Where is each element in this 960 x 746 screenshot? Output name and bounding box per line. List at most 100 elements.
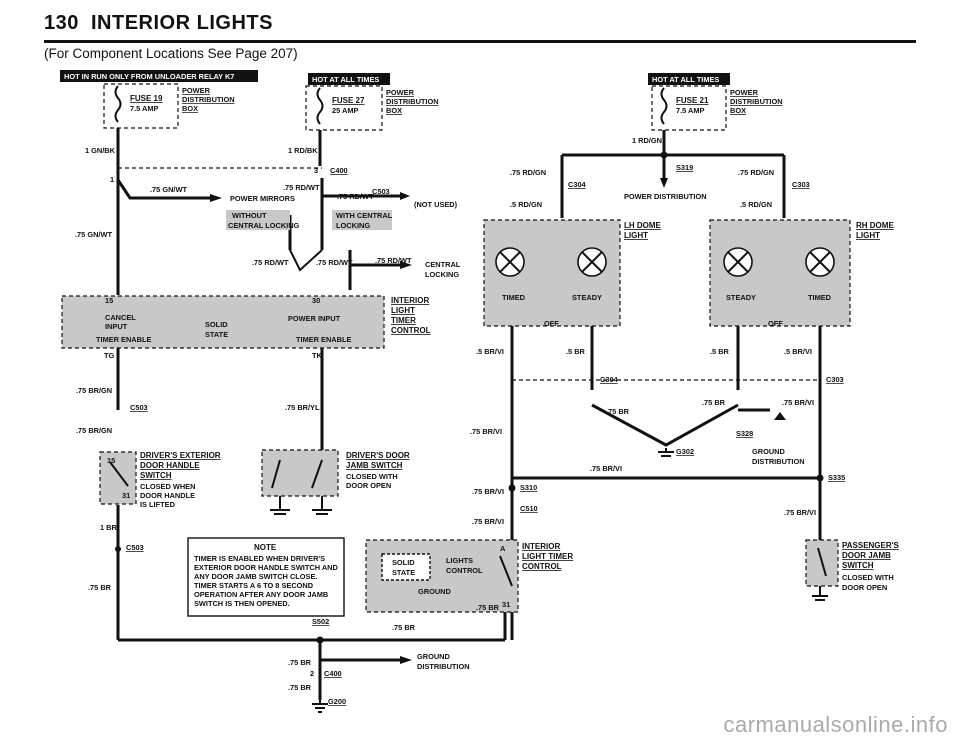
drv-ext-note-3: IS LIFTED [140, 500, 176, 509]
wire-w16: .75 BR [288, 658, 312, 667]
note-line-3: ANY DOOR JAMB SWITCH CLOSE. [194, 572, 317, 581]
wire-w9: .75 RD/WT [375, 256, 412, 265]
power-mirrors: POWER MIRRORS [230, 194, 295, 203]
wire-w7: .75 RD/WT [252, 258, 289, 267]
rh-dome-light: STEADY TIMED OFF RH DOME LIGHT [709, 219, 894, 328]
fuse-27-box-label-1: POWER [386, 88, 415, 97]
timer-control-module: 15 30 CANCEL INPUT SOLID STATE POWER INP… [61, 295, 431, 360]
drv-ext-note-2: DOOR HANDLE [140, 491, 195, 500]
conn-c400b: C400 [324, 669, 342, 678]
page-title: INTERIOR LIGHTS [91, 12, 273, 34]
t2-solid-2: STATE [392, 568, 415, 577]
pin-2: 2 [310, 669, 314, 678]
rh-dome-label-1: RH DOME [856, 221, 894, 230]
fuse-21-name: FUSE 21 [676, 96, 709, 105]
wire-w29: .75 BR/VI [782, 398, 814, 407]
lh-mode-timed: TIMED [502, 293, 526, 302]
wire-w26: .5 BR/VI [784, 347, 812, 356]
fuse-19-box-label-1: POWER [182, 86, 211, 95]
splice-s328: S328 [736, 429, 753, 438]
pin-tg: TG [104, 351, 115, 360]
wire-w24: .5 BR [566, 347, 586, 356]
interior-light-timer-control: SOLID STATE LIGHTS CONTROL GROUND A 31 I… [365, 539, 573, 613]
drv-ext-pin-15: 15 [107, 456, 115, 465]
lh-mode-off: OFF [544, 319, 559, 328]
wire-w22: .5 RD/GN [740, 200, 772, 209]
hot-banner-1 [308, 73, 390, 85]
page-number: 130 [44, 12, 79, 34]
c503-dot [115, 546, 121, 552]
timer-name-2: LIGHT [391, 306, 415, 315]
page-subtitle: (For Component Locations See Page 207) [44, 46, 298, 61]
solid-state-2: STATE [205, 330, 228, 339]
wire-w4: .75 RD/WT [283, 183, 320, 192]
not-used: (NOT USED) [414, 200, 458, 209]
t2-lights: LIGHTS [446, 556, 473, 565]
drv-ext-label-2: DOOR HANDLE [140, 461, 200, 470]
conn-c503c: C503 [126, 543, 144, 552]
pin-tk: TK [312, 351, 323, 360]
cancel-input-2: INPUT [105, 322, 128, 331]
t2-name-3: CONTROL [522, 562, 562, 571]
s319-dot [660, 151, 668, 159]
note-line-2: EXTERIOR DOOR HANDLE SWITCH AND [194, 563, 339, 572]
driver-exterior-switch: 15 31 DRIVER'S EXTERIOR DOOR HANDLE SWIT… [99, 451, 221, 509]
wire-w12: .75 BR/YL [285, 403, 320, 412]
pin-30: 30 [312, 296, 320, 305]
g302-ground-symbol [658, 448, 674, 457]
lh-mode-steady: STEADY [572, 293, 602, 302]
cancel-input-1: CANCEL [105, 313, 136, 322]
fuse-19-box-label-2: DISTRIBUTION [182, 95, 235, 104]
note-title: NOTE [254, 543, 277, 552]
t2-ground: GROUND [418, 587, 452, 596]
central-locking-2: LOCKING [425, 270, 459, 279]
solid-state-1: SOLID [205, 320, 228, 329]
wire-w11: .75 BR/GN [76, 426, 112, 435]
wire-w5: .75 RD/WT [337, 192, 374, 201]
ground-g200: G200 [328, 697, 346, 706]
fuse-19-box-label-3: BOX [182, 104, 198, 113]
splice-s335: S335 [828, 473, 845, 482]
ground-dist-2: DISTRIBUTION [417, 662, 470, 671]
pass-jamb-note-2: DOOR OPEN [842, 583, 887, 592]
pass-jamb-note-1: CLOSED WITH [842, 573, 894, 582]
t2-pin-a: A [500, 544, 506, 553]
wire-w1: 1 GN/BK [85, 146, 116, 155]
left-wiring [116, 128, 505, 700]
fuse-21-amp: 7.5 AMP [676, 106, 705, 115]
fuse-21-box-label-1: POWER [730, 88, 759, 97]
note-line-1: TIMER IS ENABLED WHEN DRIVER'S [194, 554, 325, 563]
fuse-27-amp: 25 AMP [332, 106, 358, 115]
s310-dot [508, 484, 516, 492]
fuse-27-box-label-2: DISTRIBUTION [386, 97, 439, 106]
relay-banner-text: HOT IN RUN ONLY FROM UNLOADER RELAY K7 [64, 72, 234, 81]
wire-w18: 1 RD/GN [632, 136, 662, 145]
ground-dist2-2: DISTRIBUTION [752, 457, 805, 466]
driver-jamb-switch: DRIVER'S DOOR JAMB SWITCH CLOSED WITH DO… [261, 449, 410, 515]
s328-arrow [774, 412, 786, 420]
hot-banner-2 [648, 73, 730, 85]
drv-jamb-label-2: JAMB SWITCH [346, 461, 403, 470]
lh-dome-light: TIMED STEADY OFF LH DOME LIGHT [483, 219, 662, 328]
fuse-19-amp: 7.5 AMP [130, 104, 159, 113]
page-header: 130 INTERIOR LIGHTS [44, 12, 273, 35]
without-cl-1: WITHOUT [232, 211, 267, 220]
splice-s310: S310 [520, 483, 537, 492]
ground-g302: G302 [676, 447, 694, 456]
t2-pin-31: 31 [502, 600, 510, 609]
drv-ext-pin-31: 31 [122, 491, 130, 500]
timer-name-4: CONTROL [391, 326, 431, 335]
pin-1: 1 [110, 175, 114, 184]
relay-banner [60, 70, 258, 82]
drv-ext-label-1: DRIVER'S EXTERIOR [140, 451, 221, 460]
central-locking-1: CENTRAL [425, 260, 461, 269]
wire-w35: .75 BR [476, 603, 500, 612]
drv-ext-label-3: SWITCH [140, 471, 172, 480]
wire-w3: .75 GN/WT [150, 185, 187, 194]
with-cl-shade [332, 210, 392, 230]
wire-w28: .75 BR [702, 398, 726, 407]
fuse-27-box-label-3: BOX [386, 106, 402, 115]
wire-w13: 1 BR [100, 523, 118, 532]
pin-3: 3 [314, 166, 318, 175]
note-line-6: SWITCH IS THEN OPENED. [194, 599, 290, 608]
